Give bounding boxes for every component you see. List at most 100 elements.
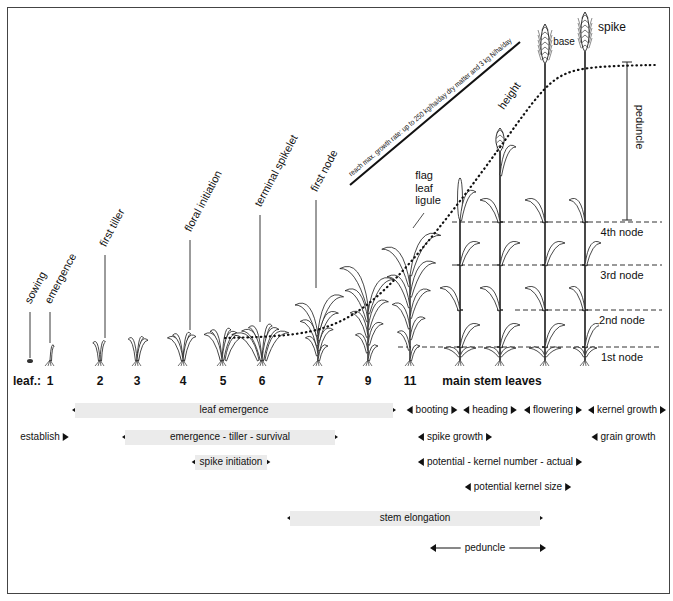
seed: [27, 359, 33, 363]
band-label: leaf emergence: [200, 404, 269, 416]
leaf-number: 2: [97, 375, 104, 389]
wheat-plants: [27, 12, 601, 366]
leaf: [137, 339, 148, 361]
leaf: [410, 233, 441, 276]
stage-label: emergence: [42, 251, 79, 306]
axis-label: leaf.:: [13, 375, 41, 389]
spike-shape: [581, 12, 589, 52]
peduncle-bracket: [622, 62, 632, 220]
leaf: [585, 323, 601, 348]
stem: [499, 152, 501, 360]
annotation: flag leaf ligule: [415, 169, 441, 207]
phase-label: potential - kernel number - actual: [427, 456, 573, 468]
leader-line: [316, 200, 317, 288]
leaf: [410, 345, 420, 361]
arrowhead: [540, 544, 546, 552]
leaf: [340, 266, 368, 306]
leaf: [167, 336, 183, 361]
spike-shape: [541, 24, 549, 64]
arrowhead: [486, 433, 492, 441]
leaf: [569, 286, 585, 311]
leaf: [232, 333, 259, 361]
leaf: [525, 198, 545, 223]
leaf: [569, 198, 585, 223]
arrowhead: [407, 406, 413, 414]
leaf: [460, 323, 480, 348]
band-label: spike initiation: [200, 456, 263, 468]
leaf: [573, 347, 585, 357]
arrowhead: [565, 483, 571, 491]
node-label: 3rd node: [600, 269, 643, 282]
leader-line: [105, 255, 106, 338]
arrowhead: [511, 406, 517, 414]
arrowhead: [463, 406, 469, 414]
leader-line: [413, 213, 424, 228]
leaf-number: 9: [365, 375, 372, 389]
node-level-line: [515, 310, 662, 311]
leaf: [460, 347, 476, 357]
leader-line: [260, 215, 261, 322]
arrowhead: [418, 458, 424, 466]
roots: [540, 360, 549, 366]
arrowhead: [591, 433, 597, 441]
frame: [8, 8, 670, 594]
spikelets: [582, 15, 589, 48]
height-curve: [225, 65, 655, 338]
node-label: 4th node: [601, 226, 644, 239]
leaf-number: 5: [220, 375, 227, 389]
spike-shape: [496, 128, 504, 152]
node-label: 1st node: [601, 351, 643, 364]
leaf: [392, 303, 410, 329]
phase-label: potential kernel size: [474, 481, 562, 493]
leaf-number: 7: [317, 375, 324, 389]
growth-rate-line: [350, 42, 520, 185]
leaf: [500, 145, 516, 176]
phase-label: spike growth: [427, 431, 483, 443]
arrowhead: [524, 406, 530, 414]
roots: [495, 360, 504, 366]
roots: [95, 360, 104, 366]
leaf: [440, 286, 460, 311]
arrowhead: [576, 458, 582, 466]
node-level-line: [452, 222, 662, 223]
leaf: [265, 331, 289, 361]
leaf: [50, 345, 54, 361]
phase-band: stem elongation: [290, 511, 540, 526]
spikelets: [497, 130, 504, 148]
leaf: [368, 345, 378, 361]
leaf: [183, 335, 196, 361]
leaf-number: 1: [47, 375, 54, 389]
leaf: [93, 342, 100, 361]
phase-band: emergence - tiller - survival: [125, 430, 335, 445]
leaf: [545, 323, 565, 348]
annotation: height: [496, 80, 524, 112]
roots: [217, 360, 226, 366]
roots: [455, 360, 464, 366]
leaf: [484, 347, 500, 357]
arrowhead: [430, 544, 436, 552]
leaf: [480, 286, 500, 311]
band-label: stem elongation: [380, 512, 451, 524]
arrowhead: [588, 406, 594, 414]
stage-label: first node: [308, 148, 340, 194]
roots: [580, 360, 589, 366]
awns: [538, 30, 552, 60]
arrowhead: [451, 406, 457, 414]
phase-label: booting: [416, 404, 449, 416]
leaf: [585, 241, 601, 266]
roots: [45, 360, 54, 366]
roots: [405, 360, 414, 366]
awns: [578, 18, 592, 48]
arrowhead: [660, 406, 666, 414]
leaf-number: 11: [404, 375, 417, 389]
arrowheads: [63, 406, 666, 552]
spikelets: [542, 27, 549, 60]
phase-label: peduncle: [465, 542, 506, 554]
leader-line: [30, 312, 31, 358]
stem: [584, 52, 586, 360]
arrowhead: [418, 433, 424, 441]
phase-label: heading: [472, 404, 508, 416]
annotation: peduncle: [633, 105, 646, 150]
stage-label: terminal spikelet: [252, 133, 300, 209]
